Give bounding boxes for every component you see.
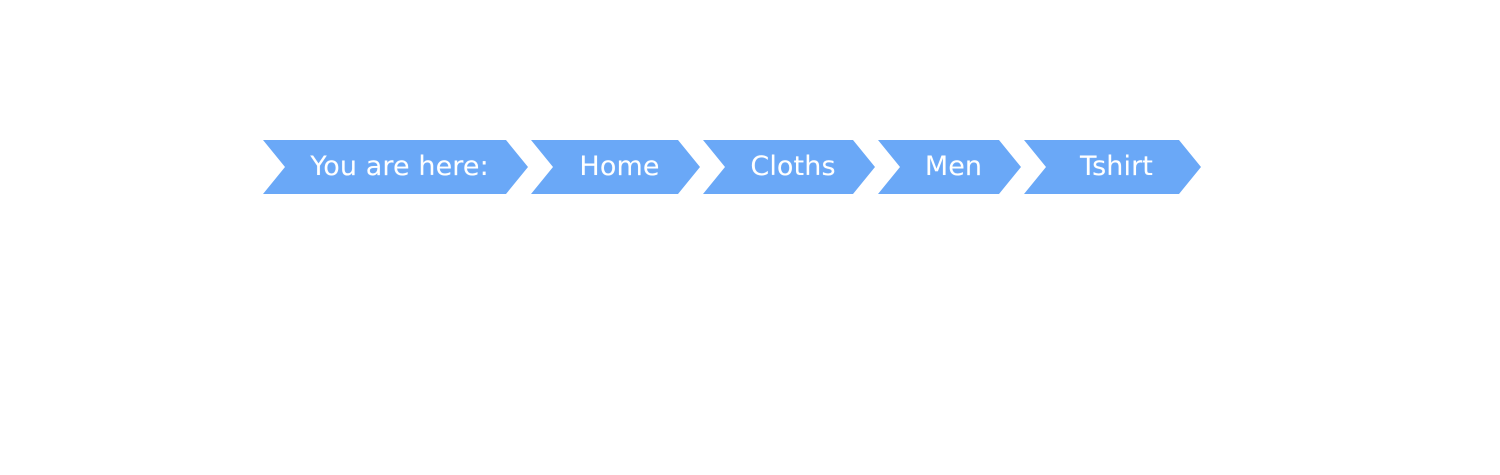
breadcrumb-prefix-label: You are here: bbox=[310, 150, 489, 182]
breadcrumb-item-cloths-label: Cloths bbox=[750, 150, 836, 182]
breadcrumb-prefix: You are here: bbox=[263, 140, 528, 194]
breadcrumb-item-tshirt[interactable]: Tshirt bbox=[1024, 140, 1201, 194]
breadcrumb-item-tshirt-label: Tshirt bbox=[1080, 150, 1153, 182]
breadcrumb: You are here: Home Cloths Men Tshirt bbox=[263, 140, 1201, 194]
breadcrumb-item-men-label: Men bbox=[924, 150, 983, 182]
breadcrumb-item-men[interactable]: Men bbox=[878, 140, 1021, 194]
breadcrumb-item-home[interactable]: Home bbox=[531, 140, 700, 194]
breadcrumb-item-cloths[interactable]: Cloths bbox=[703, 140, 875, 194]
breadcrumb-item-home-label: Home bbox=[579, 150, 660, 182]
